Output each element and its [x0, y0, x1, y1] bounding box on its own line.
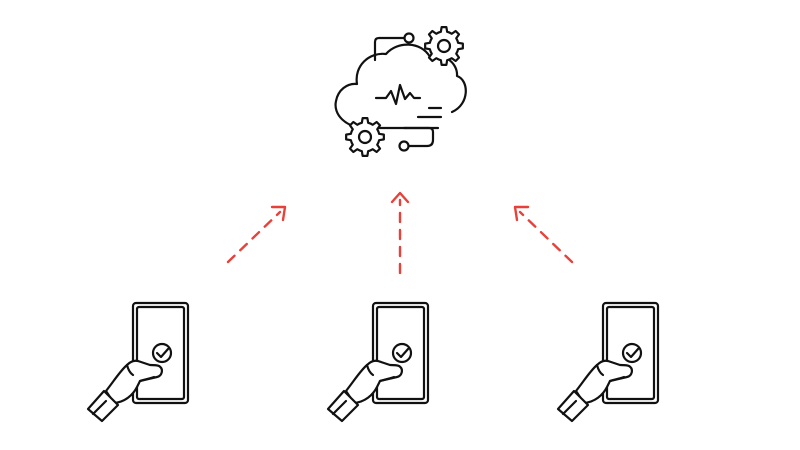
arrows-group	[226, 191, 574, 275]
device-hand-phone-2	[326, 301, 430, 423]
connector-top	[373, 36, 406, 62]
hand-phone-check-icon-part	[326, 389, 360, 423]
hand-phone-check-icon-part	[365, 363, 375, 377]
hand-phone-check-icon-part	[621, 342, 643, 364]
hand-phone-check-icon-part	[131, 301, 190, 405]
hand-phone-check-icon-part	[625, 347, 640, 359]
hand-phone-check-icon-part	[561, 399, 578, 416]
arrow-right	[513, 205, 574, 264]
hand-phone-check-icon-part	[391, 342, 413, 364]
hand-phone-check-icon-part	[86, 389, 120, 423]
hand-phone-check-icon-part	[371, 301, 430, 405]
cloud-outline	[334, 43, 467, 130]
gear-body	[424, 26, 464, 66]
hand-phone-check-icon-part	[601, 301, 660, 405]
hand-phone-check-icon-part	[331, 399, 348, 416]
hand-phone-check-icon-part	[344, 359, 403, 405]
pulse-line	[374, 83, 422, 106]
hand-phone-check-icon-part	[378, 375, 396, 383]
hand-phone-check-icon-part	[556, 389, 590, 423]
connector-bottom	[402, 126, 435, 148]
hand-phone-check-icon-part	[125, 363, 135, 377]
connector-node-bottom	[398, 140, 410, 152]
gear-icon	[345, 117, 385, 157]
hand-phone-check-icon-part	[155, 347, 170, 359]
hand-phone-check-icon-part	[375, 305, 426, 401]
arrow-center	[390, 191, 410, 275]
device-hand-phone-1	[86, 301, 190, 423]
hand-phone-check-icon-part	[91, 399, 108, 416]
device-hand-phone-3	[556, 301, 660, 423]
gear-body	[345, 117, 385, 157]
hand-phone-check-icon-part	[104, 359, 163, 405]
gear-hole	[357, 129, 373, 145]
hand-phone-check-icon-part	[574, 359, 633, 405]
hand-phone-check-icon-part	[608, 375, 626, 383]
hand-phone-check-icon-part	[595, 363, 605, 377]
connector-node-top	[403, 32, 415, 44]
cloud-settings-icon	[334, 26, 467, 157]
hand-phone-check-icon-part	[151, 342, 173, 364]
hand-phone-check-icon-part	[605, 305, 656, 401]
gear-hole	[436, 38, 452, 54]
arrow-left	[226, 205, 287, 264]
hand-phone-check-icon-part	[135, 305, 186, 401]
gear-icon	[424, 26, 464, 66]
hand-phone-check-icon-part	[138, 375, 156, 383]
hand-phone-check-icon-part	[395, 347, 410, 359]
